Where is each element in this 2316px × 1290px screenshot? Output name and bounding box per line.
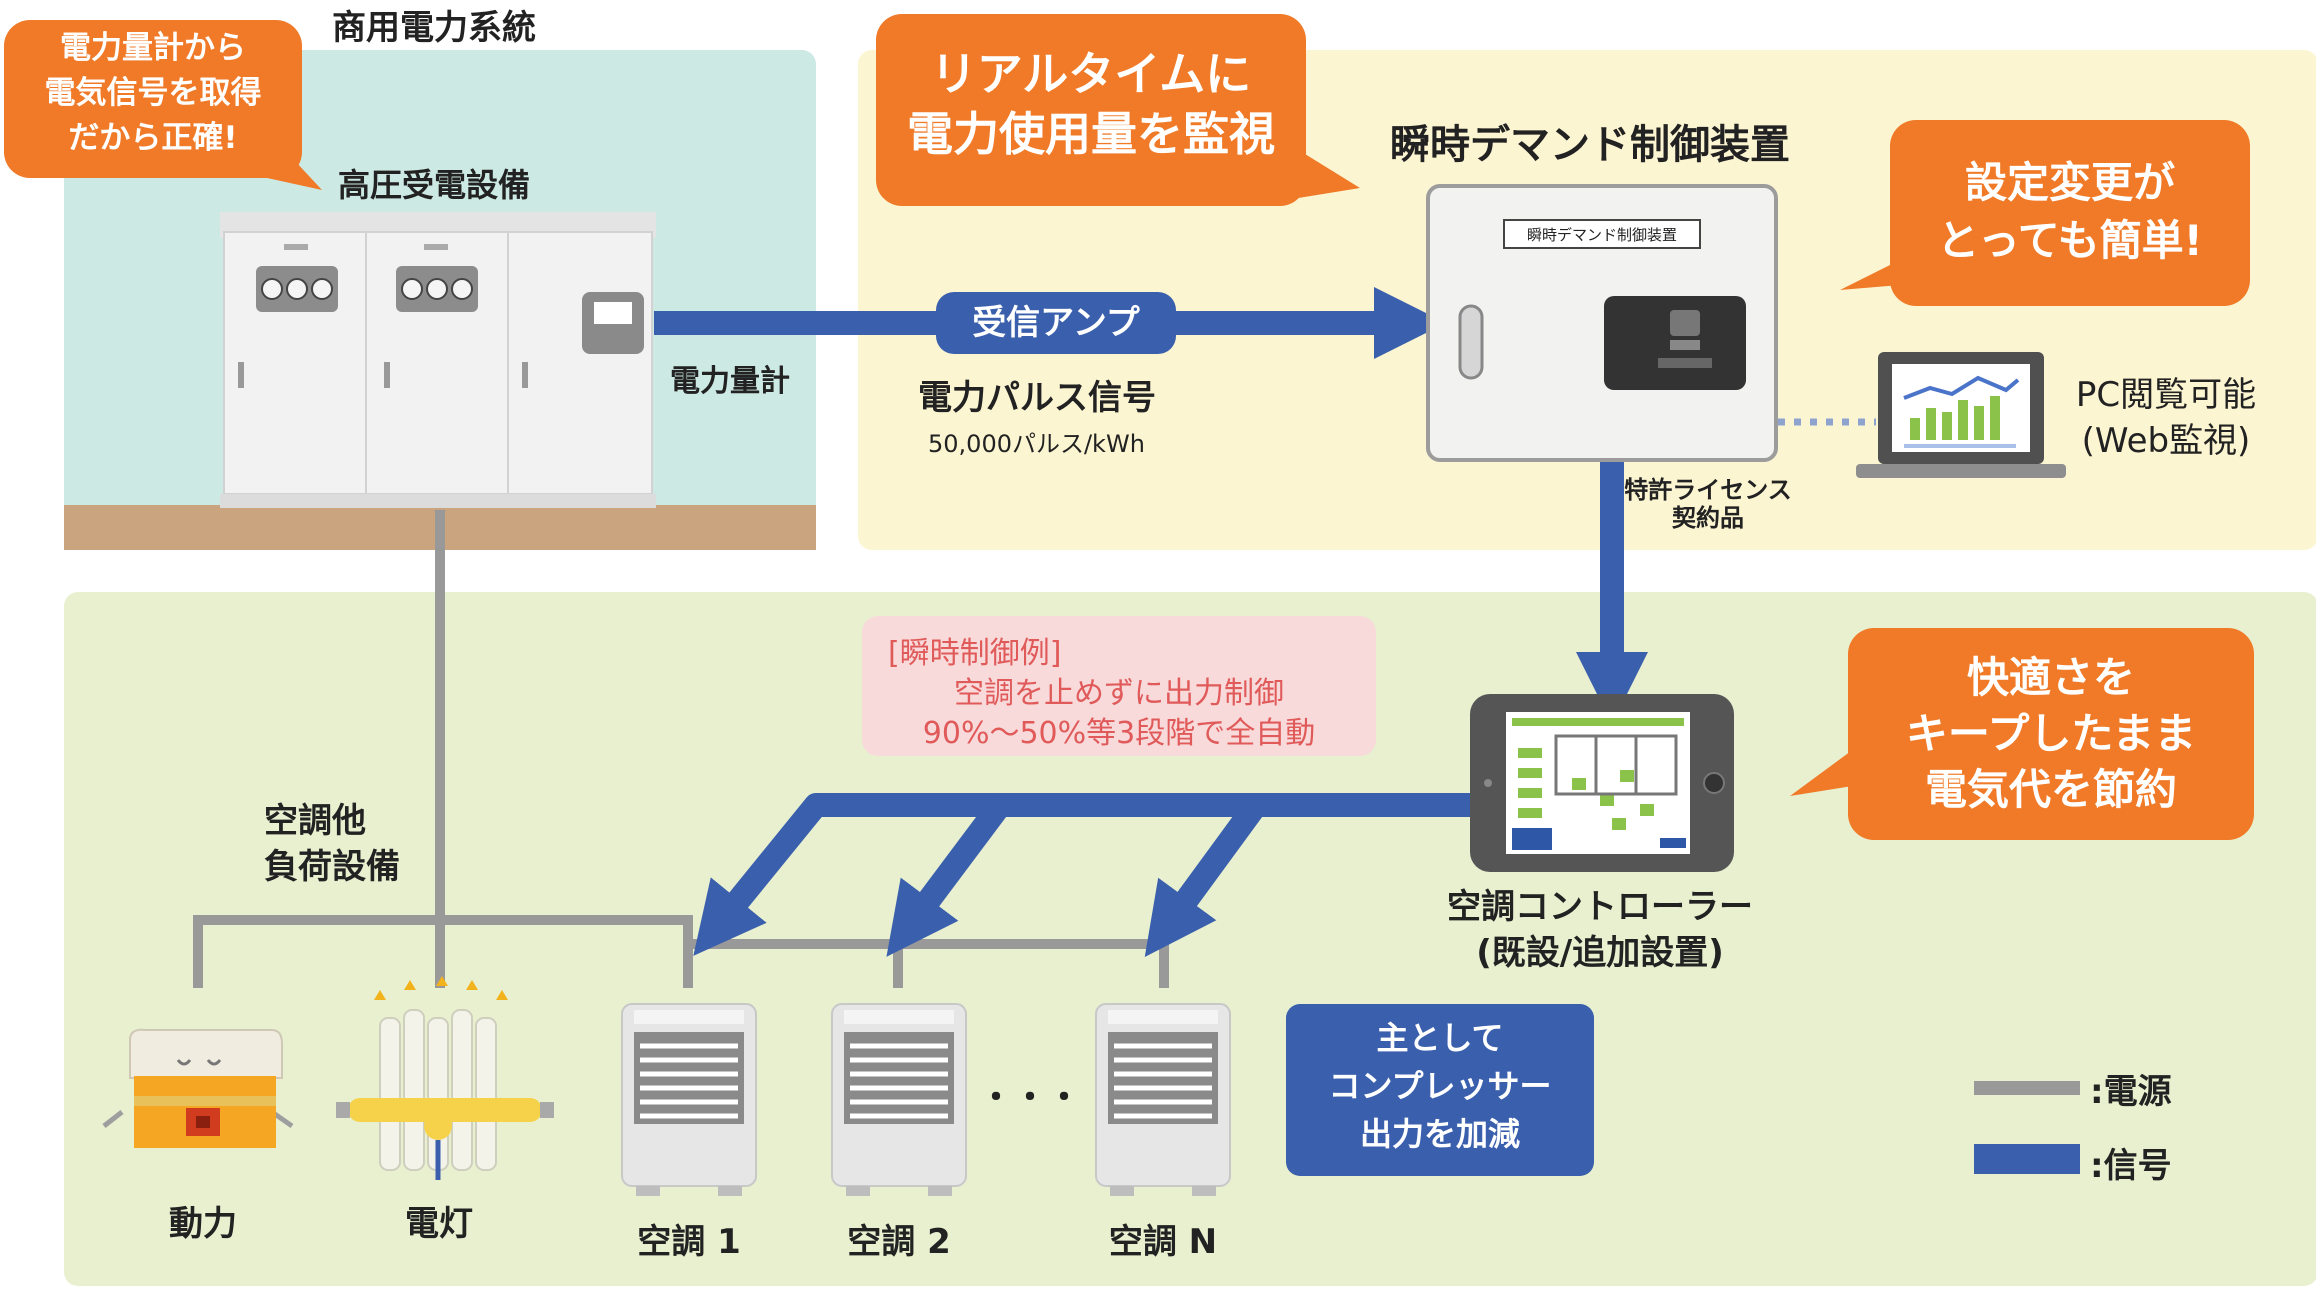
- device-nameplate: 瞬時デマンド制御装置: [1526, 226, 1677, 244]
- ac-controller-tablet: [1470, 694, 1734, 872]
- meter-accuracy-bubble: 電力量計から 電気信号を取得 だから正確!: [44, 30, 262, 156]
- meter-label: 電力量計: [670, 364, 790, 399]
- lighting-mascot: [336, 976, 554, 1180]
- load-group-label: 空調他 負荷設備: [264, 801, 400, 887]
- easy-settings-bubble: 設定変更が とっても簡単!: [1937, 158, 2203, 265]
- grid-title: 商用電力系統: [332, 8, 536, 48]
- ac-ellipsis: ・・・: [979, 1078, 1081, 1118]
- compressor-note-box: [1286, 1004, 1594, 1176]
- legend-signal-swatch: [1974, 1144, 2080, 1174]
- lighting-load-label: 電灯: [405, 1204, 473, 1244]
- example-line-1: 空調を止めずに出力制御: [954, 676, 1284, 711]
- realtime-bubble: リアルタイムに 電力使用量を監視: [907, 47, 1275, 161]
- speech-bubbles: [4, 14, 2254, 840]
- demand-control-device: [1426, 184, 1778, 462]
- example-heading: [瞬時制御例]: [888, 636, 1062, 671]
- ac-unit-1: [621, 1003, 757, 1196]
- ac-unit-2: [831, 1003, 967, 1196]
- control-example-box: [862, 616, 1376, 756]
- ac1-label: 空調 1: [637, 1222, 741, 1262]
- legend-power-label: :電源: [2090, 1072, 2172, 1112]
- power-equipment-mascot: [102, 1028, 294, 1148]
- pc-view-label: PC閲覧可能 (Web監視): [2075, 375, 2257, 461]
- patent-license-label: 特許ライセンス 契約品: [1624, 476, 1792, 532]
- legend-power-swatch: [1974, 1081, 2080, 1095]
- device-title: 瞬時デマンド制御装置: [1390, 122, 1790, 168]
- power-load-label: 動力: [169, 1204, 237, 1244]
- legend-signal-label: :信号: [2090, 1146, 2172, 1186]
- ac2-label: 空調 2: [847, 1222, 951, 1262]
- compressor-note: 主として コンプレッサー 出力を加減: [1328, 1019, 1552, 1153]
- substation-label: 高圧受電設備: [338, 166, 531, 204]
- ac-controller-label: 空調コントローラー (既設/追加設置): [1447, 887, 1753, 973]
- substation-equipment: [220, 212, 656, 508]
- laptop-icon: [1856, 352, 2066, 478]
- example-line-2: 90%〜50%等3段階で全自動: [922, 716, 1316, 751]
- ac-unit-n: [1095, 1003, 1231, 1196]
- acn-label: 空調 N: [1108, 1222, 1218, 1262]
- pulse-rate-label: 50,000パルス/kWh: [928, 430, 1145, 458]
- comfort-bubble: 快適さを キープしたまま 電気代を節約: [1905, 653, 2197, 814]
- receiver-amp-label: 受信アンプ: [936, 292, 1176, 354]
- pulse-signal-label: 電力パルス信号: [918, 378, 1156, 418]
